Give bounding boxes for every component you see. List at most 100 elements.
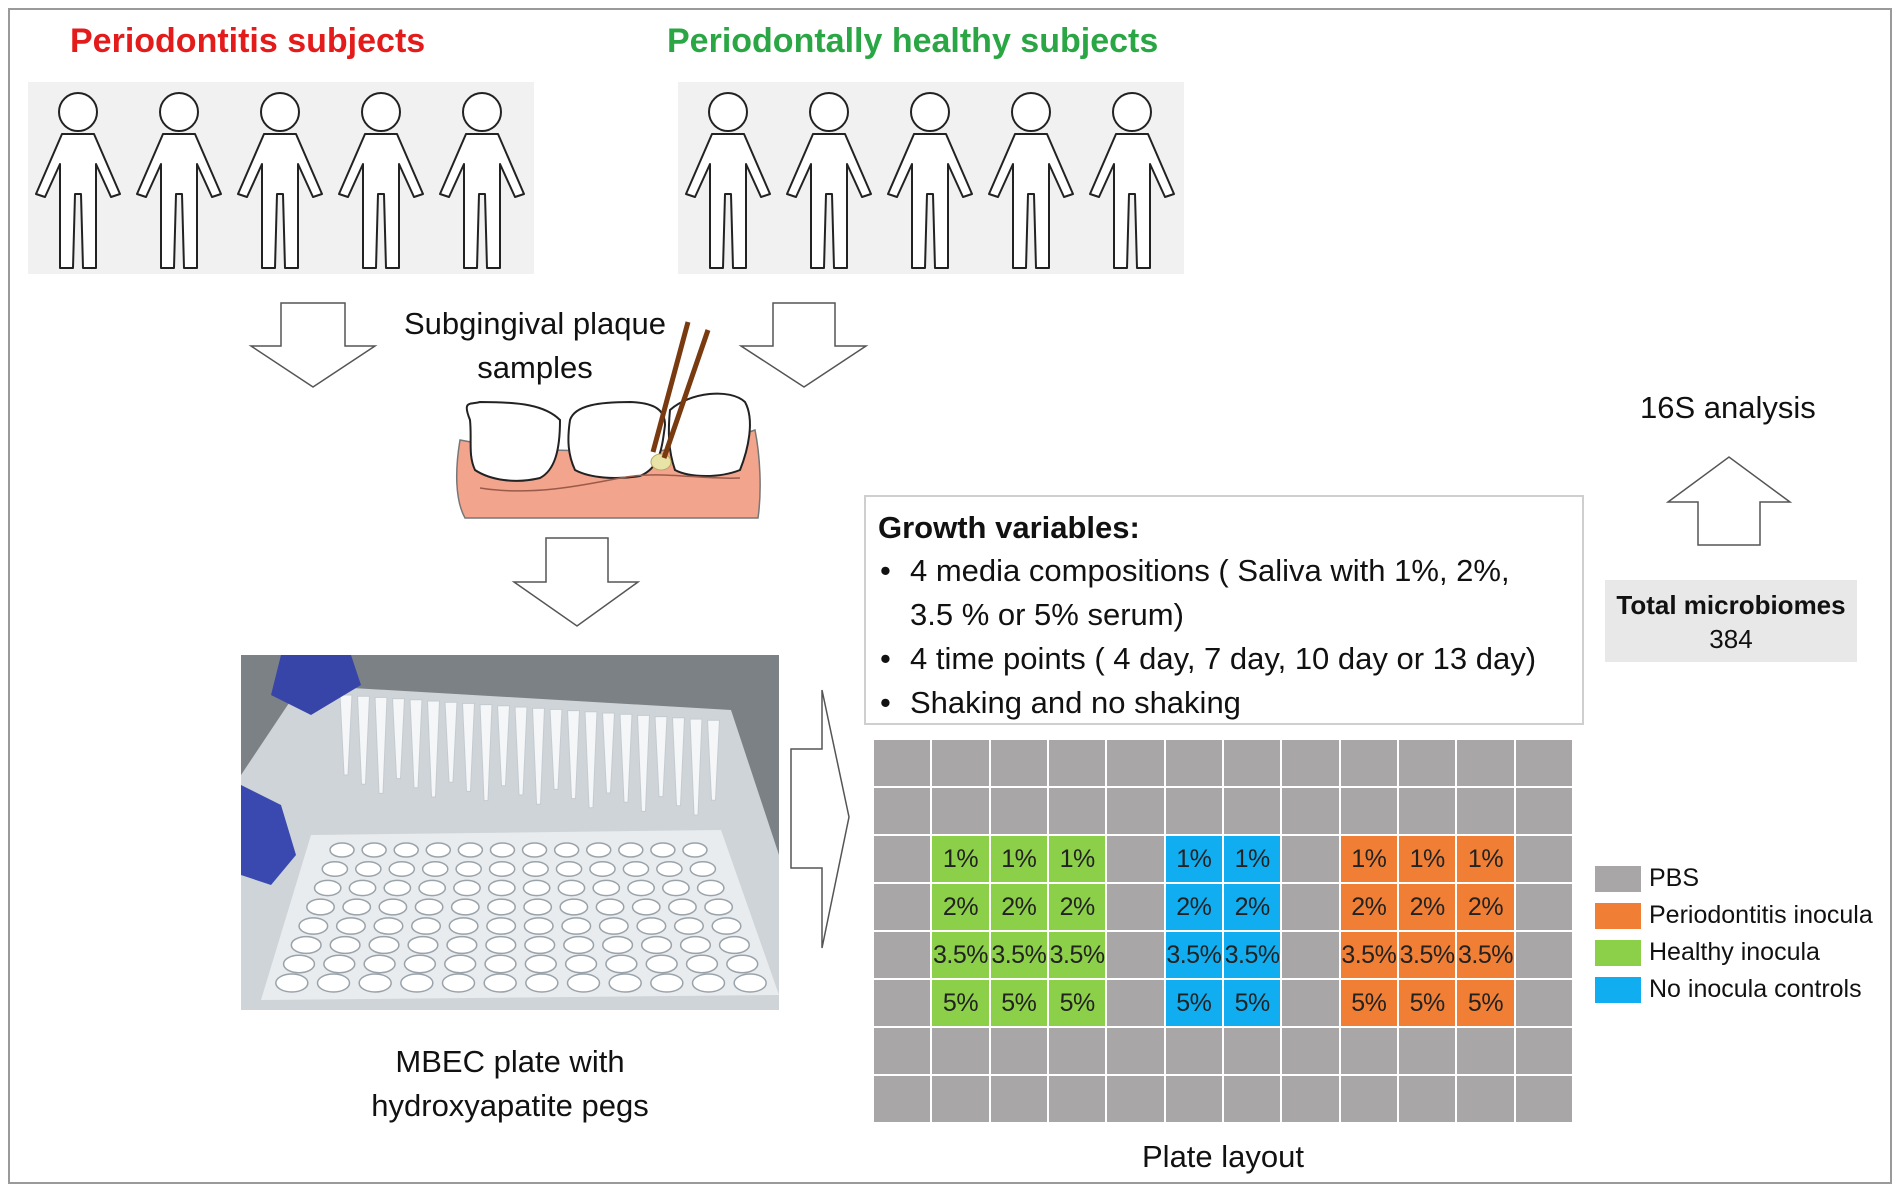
plate-well-healthy: 5% [990, 980, 1047, 1026]
hydroxyapatite-peg [339, 694, 353, 776]
growth-variable-line: 3.5 % or 5% serum) [910, 597, 1184, 632]
plate-well-control: 2% [1165, 884, 1222, 930]
plate-well-pbs [1515, 740, 1572, 786]
hydroxyapatite-peg [706, 719, 721, 801]
figure-frame [8, 8, 1892, 1184]
plate-well-periodontitis: 5% [1398, 980, 1456, 1026]
plate-well-pbs [1398, 740, 1456, 786]
plate-well [566, 973, 601, 993]
well-concentration-label: 1% [1351, 844, 1387, 873]
plate-well [425, 842, 452, 858]
plate-well-healthy: 1% [1048, 836, 1106, 882]
hydroxyapatite-peg [479, 704, 493, 802]
plate-well-pbs [1048, 788, 1106, 834]
growth-variable-line: 4 time points ( 4 day, 7 day, 10 day or … [910, 641, 1537, 676]
hydroxyapatite-peg [461, 702, 476, 792]
plate-well-control: 1% [1165, 836, 1222, 882]
plate-well [358, 973, 392, 993]
plate-well-periodontitis: 1% [1398, 836, 1456, 882]
plate-well-pbs [1340, 788, 1397, 834]
hydroxyapatite-peg [566, 710, 581, 800]
well-concentration-label: 1% [1176, 844, 1212, 873]
plate-well [484, 954, 517, 974]
legend-swatch [1595, 939, 1641, 966]
plate-well-pbs [874, 1076, 931, 1122]
down-arrow-icon [511, 537, 641, 627]
mbec-plate-photo [241, 655, 779, 1010]
plate-well [711, 917, 742, 935]
mbec-plate-illustration [241, 655, 779, 1010]
periodontitis-group-title: Periodontitis subjects [70, 22, 426, 60]
plate-well-pbs [1398, 788, 1456, 834]
plate-well [522, 879, 551, 897]
hydroxyapatite-peg [374, 696, 388, 794]
well-concentration-label: 2% [1467, 892, 1504, 921]
plate-well [486, 917, 517, 935]
plate-well [316, 973, 351, 993]
plate-well [525, 973, 559, 993]
person-icon [35, 92, 121, 269]
plate-well [618, 842, 644, 858]
plate-well-pbs [874, 932, 931, 978]
plate-well [521, 842, 548, 858]
well-concentration-label: 2% [1176, 892, 1212, 921]
plate-well-pbs [1048, 1076, 1106, 1122]
plate-well [329, 935, 361, 955]
plate-well [414, 898, 444, 916]
well-concentration-label: 5% [942, 988, 979, 1017]
plate-well-pbs [1457, 1076, 1514, 1122]
plate-well-pbs [1515, 884, 1572, 930]
person-icon [887, 92, 973, 269]
plate-well [448, 917, 479, 935]
well-concentration-label: 2% [1234, 892, 1271, 921]
plate-well [595, 898, 625, 916]
well-concentration-label: 3.5% [1399, 940, 1455, 969]
down-arrow-icon [248, 302, 378, 388]
plate-well-pbs [1223, 1076, 1281, 1122]
plate-well-pbs [1107, 836, 1164, 882]
hydroxyapatite-peg [549, 708, 563, 790]
plate-well [487, 879, 516, 897]
plate-well [589, 860, 616, 878]
plate-well-healthy: 2% [1048, 884, 1106, 930]
plate-well [561, 917, 592, 935]
plate-well [656, 860, 683, 878]
plate-well [667, 898, 697, 916]
well-concentration-label: 3.5% [1224, 940, 1280, 969]
plate-well [410, 917, 442, 935]
plate-well-periodontitis: 3.5% [1457, 932, 1514, 978]
well-concentration-label: 5% [1467, 988, 1504, 1017]
sample-label-line2: samples [477, 350, 593, 385]
plate-well-healthy: 3.5% [932, 932, 989, 978]
plate-well [489, 842, 516, 858]
well-concentration-label: 3.5% [991, 940, 1047, 969]
plate-well [313, 879, 342, 897]
plate-well-pbs [1282, 836, 1339, 882]
down-arrow-icon [738, 302, 869, 388]
well-concentration-label: 5% [1234, 988, 1271, 1017]
well-concentration-label: 1% [1059, 844, 1096, 873]
plate-well [355, 860, 382, 878]
plate-well [407, 935, 439, 955]
plate-well [733, 973, 767, 993]
well-concentration-label: 1% [1409, 844, 1446, 873]
plate-well [662, 879, 690, 897]
plate-well [290, 935, 322, 955]
plate-well-periodontitis: 2% [1457, 884, 1514, 930]
person-icon [439, 92, 525, 269]
plate-well [453, 879, 481, 897]
plate-well [592, 879, 621, 897]
plate-well [298, 917, 329, 935]
person-icon [786, 92, 872, 269]
hydroxyapatite-peg [514, 706, 528, 796]
hydroxyapatite-peg [689, 718, 703, 816]
plate-well-periodontitis: 3.5% [1398, 932, 1456, 978]
plate-well-pbs [990, 740, 1047, 786]
plate-well [602, 935, 634, 955]
gloved-hand [271, 655, 361, 715]
person-icon [237, 92, 323, 269]
plate-well-pbs [1515, 932, 1572, 978]
plate-well [608, 973, 642, 993]
well-concentration-label: 1% [1234, 844, 1271, 873]
plate-well-pbs [874, 1028, 931, 1074]
